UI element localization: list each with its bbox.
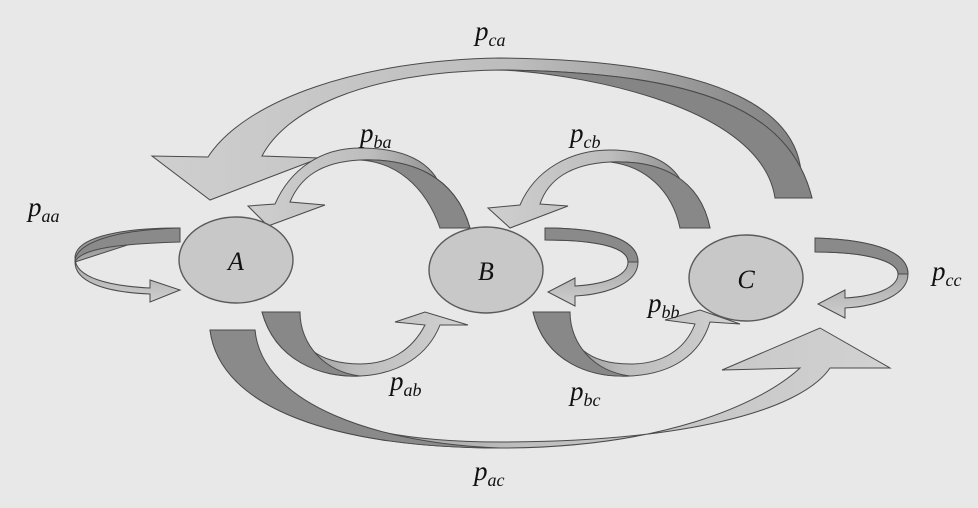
arrow-pcb (486, 149, 711, 229)
node-a: A (178, 216, 294, 304)
node-c: C (688, 234, 804, 322)
arrow-pbc (532, 309, 741, 377)
label-pac: pac (474, 456, 505, 490)
arrow-pab (261, 311, 469, 377)
label-pcb: pcb (570, 118, 601, 152)
arrow-pac (209, 327, 892, 449)
arrow-pcc (814, 237, 909, 319)
label-paa: paa (28, 192, 60, 226)
arrow-pba (246, 147, 471, 229)
arrow-pbb (544, 227, 639, 307)
arrow-paa (74, 227, 182, 303)
label-pba: pba (360, 118, 392, 152)
node-b: B (428, 226, 544, 314)
node-c-label: C (737, 265, 755, 294)
node-a-label: A (226, 247, 244, 276)
label-pbc: pbc (570, 376, 601, 410)
label-pca: pca (475, 16, 506, 50)
arrow-pca (150, 57, 813, 201)
node-b-label: B (478, 257, 494, 286)
label-pbb: pbb (648, 288, 680, 322)
label-pab: pab (390, 366, 422, 400)
label-pcc: pcc (932, 256, 962, 290)
